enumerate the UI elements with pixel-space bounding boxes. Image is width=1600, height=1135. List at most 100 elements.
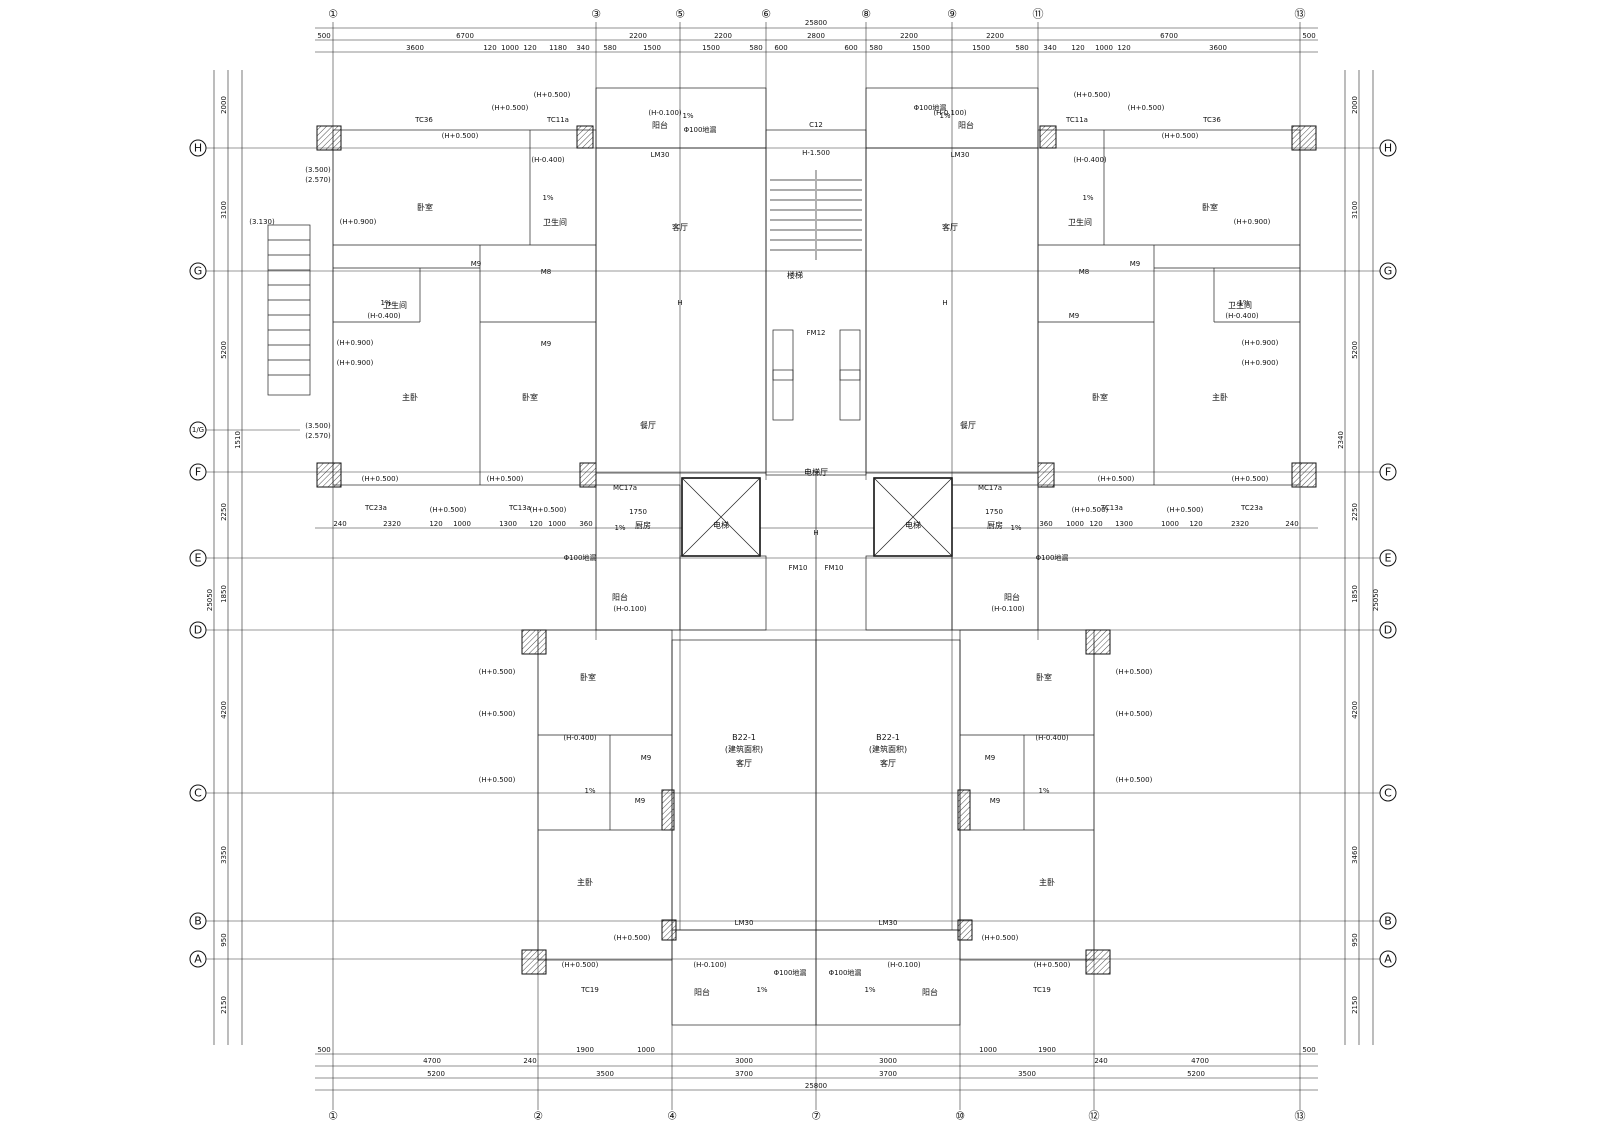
svg-text:(H+0.500): (H+0.500) [362, 475, 399, 483]
svg-text:Φ100地漏: Φ100地漏 [564, 553, 597, 562]
svg-text:(H-0.100): (H-0.100) [991, 605, 1025, 613]
room-unit-b-name: B22-1 [876, 733, 900, 742]
svg-text:1500: 1500 [912, 44, 930, 52]
axis-bubble-top-1: ① [328, 8, 338, 21]
svg-text:2000: 2000 [1351, 96, 1359, 114]
svg-text:240: 240 [1285, 520, 1298, 528]
svg-text:(H+0.500): (H+0.500) [487, 475, 524, 483]
svg-text:5200: 5200 [220, 341, 228, 359]
svg-text:1900: 1900 [1038, 1046, 1056, 1054]
svg-text:②: ② [533, 1110, 543, 1123]
svg-text:(H-0.100): (H-0.100) [887, 961, 921, 969]
svg-text:⑬: ⑬ [1295, 8, 1306, 21]
total-height-left: 25050 [206, 589, 214, 611]
svg-text:500: 500 [1302, 1046, 1315, 1054]
svg-text:FM12: FM12 [807, 329, 826, 337]
room-kitchen-left: 厨房 [635, 520, 651, 530]
axis-bubble-right-F: F [1385, 466, 1391, 479]
svg-text:(H+0.500): (H+0.500) [530, 506, 567, 514]
room-elevator-right: 电梯 [905, 520, 921, 530]
svg-text:360: 360 [579, 520, 592, 528]
svg-text:2250: 2250 [220, 503, 228, 521]
svg-text:(3.130): (3.130) [249, 218, 275, 226]
svg-text:(3.500): (3.500) [305, 422, 331, 430]
top-dimension-chains: 25800 500 6700 2200 2200 2800 2200 2200 … [315, 19, 1318, 53]
svg-text:Φ100地漏: Φ100地漏 [829, 968, 862, 977]
svg-text:2200: 2200 [714, 32, 732, 40]
svg-text:2320: 2320 [383, 520, 401, 528]
svg-text:C12: C12 [809, 121, 823, 129]
svg-text:TC19: TC19 [1032, 986, 1051, 994]
svg-text:1000: 1000 [979, 1046, 997, 1054]
svg-text:M8: M8 [541, 268, 552, 276]
svg-text:500: 500 [317, 1046, 330, 1054]
vertical-grid-lines [332, 22, 1301, 1110]
svg-text:③: ③ [591, 8, 601, 21]
svg-text:(H-0.100): (H-0.100) [693, 961, 727, 969]
svg-text:TC13a: TC13a [1100, 504, 1123, 512]
svg-text:FM10: FM10 [789, 564, 808, 572]
svg-text:4200: 4200 [220, 701, 228, 719]
svg-text:2200: 2200 [900, 32, 918, 40]
svg-text:①: ① [328, 1110, 338, 1123]
axis-bubble-left-E: E [195, 552, 202, 565]
left-dimension-column: 25050 2000 3100 5200 1510 2250 1850 4200… [206, 70, 243, 1045]
room-balcony-top-right: 阳台 [958, 120, 974, 130]
svg-text:(H-0.400): (H-0.400) [563, 734, 597, 742]
lower-building-walls [521, 629, 1111, 1026]
svg-text:2200: 2200 [629, 32, 647, 40]
room-living-left: 客厅 [672, 222, 688, 232]
stair-treads [770, 170, 862, 260]
annotation-labels: (H+0.500) (H+0.500) (H+0.500) (H-0.400) … [249, 91, 1278, 994]
svg-text:(H+0.900): (H+0.900) [1242, 339, 1279, 347]
svg-text:1%: 1% [380, 299, 391, 307]
svg-text:H: H [813, 529, 818, 537]
room-living-lower-right: 客厅 [880, 758, 896, 768]
axis-bubble-bottom-10: ⑩ [955, 1110, 965, 1123]
svg-text:TC36: TC36 [414, 116, 433, 124]
svg-text:(H+0.500): (H+0.500) [982, 934, 1019, 942]
svg-text:TC23a: TC23a [364, 504, 387, 512]
axis-bubble-bottom-1: ① [328, 1110, 338, 1123]
svg-text:120: 120 [1189, 520, 1202, 528]
room-bath-upper-right: 卫生间 [1068, 217, 1092, 227]
svg-text:6700: 6700 [456, 32, 474, 40]
room-elevator-left: 电梯 [713, 520, 729, 530]
room-master-lower-left: 主卧 [577, 877, 593, 887]
svg-text:H: H [942, 299, 947, 307]
svg-text:(H+0.500): (H+0.500) [1162, 132, 1199, 140]
svg-text:(H+0.500): (H+0.500) [492, 104, 529, 112]
room-bath-upper-left: 卫生间 [543, 217, 567, 227]
svg-text:Φ100地漏: Φ100地漏 [774, 968, 807, 977]
svg-text:1%: 1% [1238, 299, 1249, 307]
axis-bubble-top-3: ③ [591, 8, 601, 21]
svg-text:1%: 1% [756, 986, 767, 994]
svg-text:3700: 3700 [735, 1070, 753, 1078]
axis-bubble-right-B: B [1384, 915, 1392, 928]
svg-text:M9: M9 [1069, 312, 1080, 320]
room-dining-left: 餐厅 [640, 421, 656, 430]
svg-text:⑨: ⑨ [947, 8, 957, 21]
svg-text:TC11a: TC11a [546, 116, 569, 124]
svg-text:1%: 1% [1038, 787, 1049, 795]
kitchen-balcony-band [595, 484, 1039, 631]
svg-text:(H+0.500): (H+0.500) [1116, 710, 1153, 718]
room-dining-right: 餐厅 [960, 421, 976, 430]
svg-text:1750: 1750 [629, 508, 647, 516]
svg-text:1510: 1510 [234, 431, 242, 449]
svg-text:1500: 1500 [972, 44, 990, 52]
svg-text:4200: 4200 [1351, 701, 1359, 719]
svg-text:Φ100地漏: Φ100地漏 [684, 125, 717, 134]
bottom-axis-bubbles: ① ② ④ ⑦ ⑩ ⑫ ⑬ [328, 1110, 1305, 1123]
svg-text:(H-0.400): (H-0.400) [1225, 312, 1259, 320]
svg-text:1%: 1% [584, 787, 595, 795]
axis-bubble-right-D: D [1384, 624, 1392, 637]
svg-text:MC17a: MC17a [613, 484, 637, 492]
svg-text:M9: M9 [471, 260, 482, 268]
svg-text:(3.500): (3.500) [305, 166, 331, 174]
svg-text:④: ④ [667, 1110, 677, 1123]
svg-text:(H+0.500): (H+0.500) [1072, 506, 1109, 514]
svg-text:500: 500 [1302, 32, 1315, 40]
svg-text:3000: 3000 [735, 1057, 753, 1065]
